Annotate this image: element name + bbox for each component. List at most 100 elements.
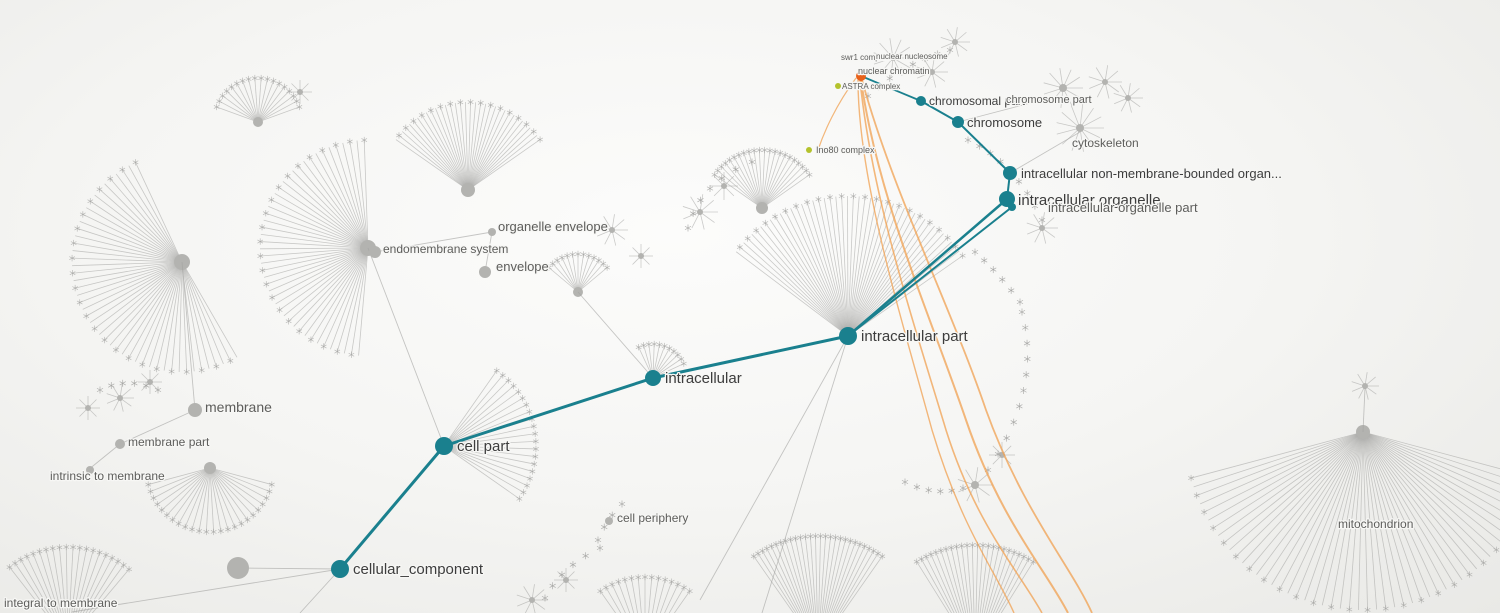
term-label[interactable]: membrane part [127,434,212,451]
node-label-chromosomal_part[interactable]: chromosomal part [928,93,1027,110]
fan-cluster [257,136,376,358]
cluster-hub[interactable] [115,439,125,449]
cluster-hub[interactable] [1076,124,1084,132]
graph-node-chromosome[interactable] [952,116,964,128]
leaf-node-icon [515,389,522,394]
graph-node-intracellular_nmb_organ[interactable] [1003,166,1017,180]
graph-node-intracellular_organelle_part[interactable] [1008,203,1016,211]
fan-edge [717,170,763,209]
cluster-hub[interactable] [1059,84,1067,92]
node-label-intracellular_nmb_organ[interactable]: intracellular non-membrane-bounded organ… [1020,165,1283,183]
leaf-node-icon [937,489,944,494]
cluster-hub[interactable] [971,481,979,489]
term-label[interactable]: cell periphery [616,510,690,527]
fan-cluster [940,27,970,57]
fan-edge [335,144,369,249]
fan-edge [79,220,183,263]
cluster-hub[interactable] [563,577,569,583]
cluster-hub[interactable] [1362,383,1368,389]
cluster-hub[interactable] [1125,95,1131,101]
leaf-node-icon [96,387,104,393]
leaf-node-icon [266,489,273,494]
node-label-cellular_component[interactable]: cellular_component [352,560,485,580]
cluster-hub[interactable] [147,379,153,385]
fan-edge [467,114,515,191]
cluster-hub[interactable] [479,266,491,278]
cluster-hub[interactable] [605,517,613,525]
cluster-hub[interactable] [952,39,958,45]
term-label[interactable]: intrinsic to membrane [49,468,167,485]
leaf-node-icon [756,148,763,152]
term-label[interactable]: integral to membrane [3,595,119,612]
cluster-hub[interactable] [1039,225,1045,231]
cluster-hub[interactable] [609,227,615,233]
cluster-hub[interactable] [188,403,202,417]
term-label[interactable]: chromosome part [1005,93,1093,108]
node-label-intracellular_part[interactable]: intracellular part [860,327,970,347]
term-label[interactable]: envelope [495,258,550,276]
fan-edge [1362,431,1491,557]
leaf-node-icon [1232,554,1239,559]
cluster-hub[interactable] [86,466,94,474]
fan-edge [257,78,262,123]
fan-edge [761,156,791,209]
term-label[interactable]: nuclear nucleosome [875,51,950,63]
leaf-node-icon [744,236,751,241]
term-label[interactable]: swr1 complex [840,52,891,64]
node-label-intracellular[interactable]: intracellular [664,369,743,389]
cluster-hub[interactable] [721,183,727,189]
term-label[interactable]: cytoskeleton [1071,135,1140,152]
leaf-node-icon [761,148,768,152]
leaf-node-icon [183,369,190,374]
term-label[interactable]: ASTRA complex [841,81,902,93]
leaf-node-icon [467,100,474,104]
node-label-intracellular_organelle[interactable]: intracellular organelle [1017,191,1162,211]
fan-edge [443,445,531,480]
term-label[interactable]: mitochondrion [1337,516,1415,533]
term-label[interactable]: membrane [204,398,274,417]
fan-edge [1208,431,1364,521]
term-label[interactable]: Ino80 complex [815,144,877,157]
cluster-hub[interactable] [85,405,91,411]
graph-node-chromatin[interactable] [856,71,866,81]
fan-edge [761,170,807,209]
fan-edge [115,261,183,351]
fan-edge [82,557,113,613]
graph-node-intracellular[interactable] [645,370,661,386]
term-label[interactable]: nuclear chromatin [857,65,931,78]
graph-node-chromosomal_part[interactable] [916,96,926,106]
cluster-hub[interactable] [461,183,475,197]
leaf-node-icon [1011,550,1018,555]
accent-node[interactable] [835,83,841,89]
cluster-hub[interactable] [890,55,896,61]
cluster-hub[interactable] [697,209,703,215]
fan-edge [467,139,541,191]
cluster-hub[interactable] [638,253,644,259]
graph-node-cellular_component[interactable] [331,560,349,578]
fan-edge [26,556,55,613]
graph-node-intracellular_part[interactable] [839,327,857,345]
cluster-hub[interactable] [488,228,496,236]
graph-node-cell_part[interactable] [435,437,453,455]
fan-edge [443,445,533,472]
term-label[interactable]: organelle envelope [497,218,609,236]
cluster-hub[interactable] [929,69,935,75]
fan-edge [73,261,183,282]
cluster-hub[interactable] [756,202,768,214]
cluster-hub[interactable] [227,557,249,579]
term-label[interactable]: intracellular organelle part [1047,199,1199,217]
leaf-node-icon [263,282,270,287]
cluster-hub[interactable] [529,597,535,603]
graph-node-intracellular_organelle[interactable] [999,191,1015,207]
cluster-hub[interactable] [1102,79,1108,85]
cluster-hub[interactable] [369,246,381,258]
cluster-hub[interactable] [117,395,123,401]
cluster-hub[interactable] [204,462,216,474]
cluster-hub[interactable] [253,117,263,127]
term-label[interactable]: endomembrane system [382,241,510,258]
fan-edge [467,102,482,191]
node-label-chromosome[interactable]: chromosome [966,114,1044,132]
cluster-hub[interactable] [297,89,303,95]
accent-node[interactable] [806,147,812,153]
node-label-cell_part[interactable]: cell part [456,437,512,457]
